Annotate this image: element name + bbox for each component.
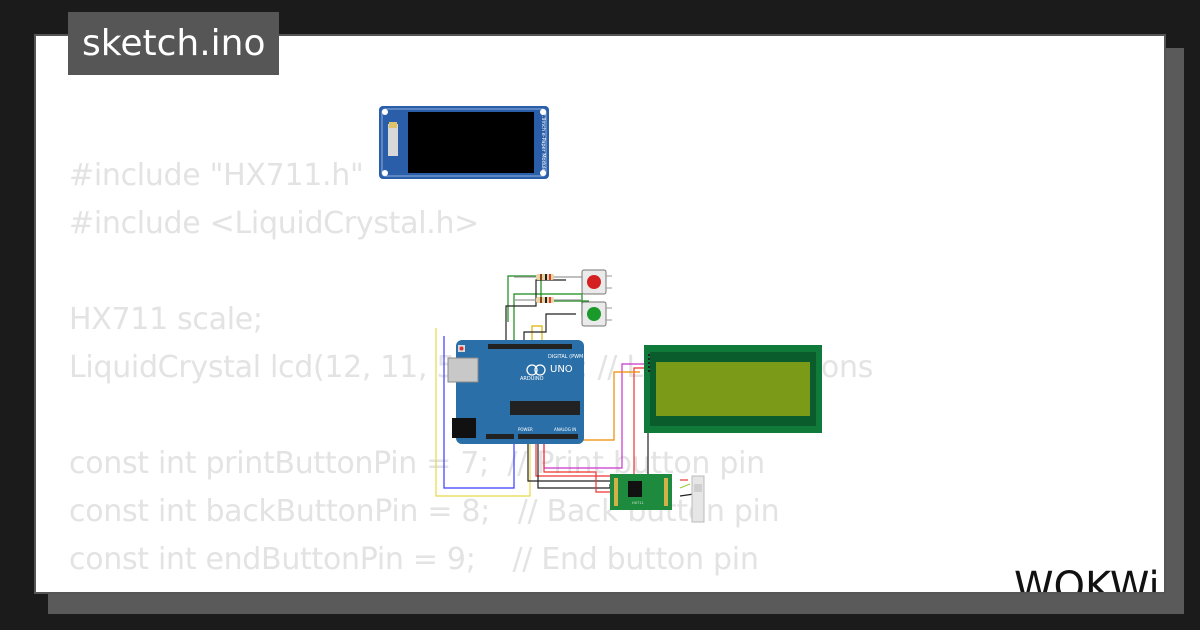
arduino-power-label: POWER [518, 427, 533, 432]
code-line: #include "HX711.h" [69, 158, 364, 193]
red-pushbutton[interactable] [581, 269, 612, 295]
code-line: const int endButtonPin = 9; // End butto… [69, 542, 759, 577]
arduino-maker-label: ARDUINO [520, 376, 544, 382]
file-title: sketch.ino [68, 12, 280, 75]
resistor-2 [514, 297, 582, 303]
hx711-module: HX711 [610, 474, 672, 510]
epaper-label: 2.9inch e-Paper Module [540, 113, 546, 172]
epaper-module: 2.9inch e-Paper Module [379, 106, 549, 179]
code-line: HX711 scale; [69, 302, 263, 337]
code-line: const int backButtonPin = 8; // Back but… [69, 494, 780, 529]
arduino-analog-label: ANALOG IN [554, 427, 576, 432]
load-cell [691, 475, 705, 523]
preview-card: #include "HX711.h" #include <LiquidCryst… [34, 34, 1166, 594]
wokwi-logo: WOKWi [1014, 564, 1160, 594]
green-pushbutton[interactable] [581, 301, 612, 327]
arduino-uno: DIGITAL (PWM~) UNO ARDUINO POWER ANALOG … [447, 340, 590, 444]
resistor-1 [514, 274, 582, 280]
wokwi-logo-text: WOKWi [1014, 564, 1160, 594]
hx711-label: HX711 [632, 501, 644, 505]
code-preview: #include "HX711.h" #include <LiquidCryst… [69, 152, 873, 584]
code-line: #include <LiquidCrystal.h> [69, 206, 480, 241]
circuit-diagram: 2.9inch e-Paper Module [379, 106, 822, 523]
arduino-uno-label: UNO [550, 364, 573, 375]
arduino-digital-label: DIGITAL (PWM~) [548, 354, 590, 360]
lcd-display [644, 345, 822, 433]
